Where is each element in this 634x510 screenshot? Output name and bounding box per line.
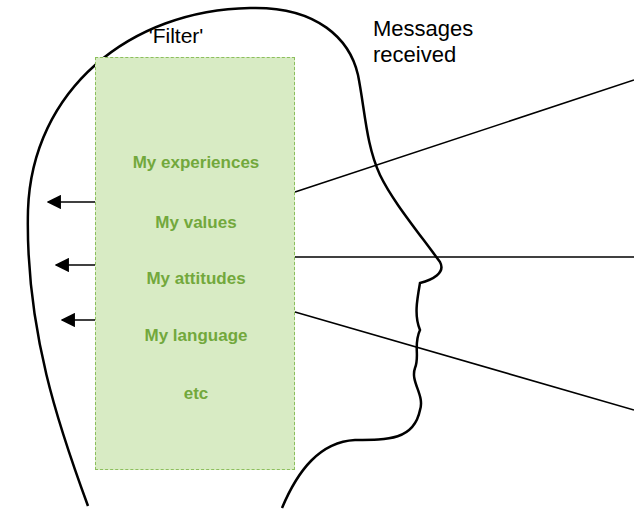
filter-item: My attitudes: [146, 269, 245, 289]
wavy-line: [95, 309, 295, 322]
message-arrow: [56, 264, 95, 266]
filter-item: etc: [184, 384, 209, 404]
filter-item: My language: [145, 326, 248, 346]
filter-item: My values: [155, 213, 236, 233]
message-arrow: [62, 319, 95, 321]
filter-item: My experiences: [133, 153, 260, 173]
messages-label: Messages received: [373, 16, 543, 68]
message-arrow: [48, 201, 95, 203]
filter-heading: 'Filter': [149, 24, 204, 48]
wavy-line: [295, 256, 634, 258]
wavy-line: [295, 80, 634, 192]
wavy-line: [95, 254, 295, 267]
head-outline: [28, 8, 442, 508]
filter-box: 'Filter'My experiencesMy valuesMy attitu…: [95, 57, 295, 470]
wavy-line: [295, 312, 634, 410]
wavy-line: [95, 189, 295, 203]
